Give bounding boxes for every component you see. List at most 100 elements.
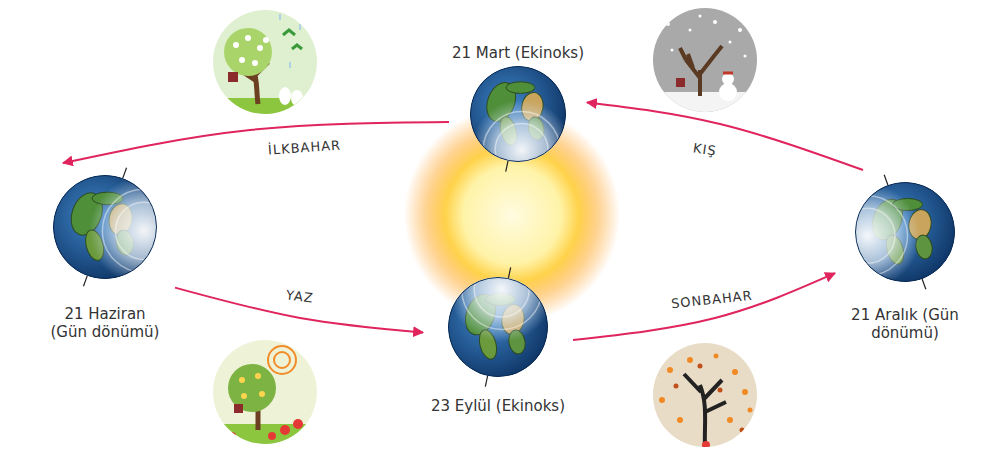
earth-position: 21 Haziran (Gün dönümü)	[35, 163, 175, 341]
spring-picture-part	[224, 28, 272, 76]
autumn-picture-part-part	[666, 434, 671, 439]
earth-surface-part	[483, 112, 560, 174]
spring-picture-part	[245, 35, 251, 41]
earth-surface	[843, 182, 955, 288]
autumn-picture-part-part	[748, 408, 753, 413]
spring-picture-part	[263, 37, 269, 43]
earth-axis-part	[83, 276, 87, 286]
summer-picture-part	[228, 364, 276, 412]
autumn-picture-part-part	[667, 367, 673, 373]
winter-picture-part	[719, 83, 737, 101]
summer-picture-part	[228, 432, 236, 440]
earth-axis-part	[884, 175, 888, 185]
spring-picture-part	[233, 42, 239, 48]
earth-surface	[470, 66, 572, 174]
earth-axis-part	[508, 267, 510, 278]
winter-picture-part-part	[744, 55, 747, 58]
spring-picture-part	[279, 87, 291, 105]
earth-surface-part	[449, 265, 554, 342]
season-name: İLKBAHAR	[268, 137, 342, 158]
spring-picture-part	[291, 90, 303, 106]
autumn-picture-part-part	[732, 369, 738, 375]
spring-picture-part	[283, 30, 302, 49]
autumn-picture-part-part	[740, 428, 745, 433]
summer-picture-part	[268, 346, 296, 374]
date-label: 21 Aralık (Gün dönümü)	[849, 306, 961, 342]
earth-surface	[448, 265, 554, 377]
spring-picture-part	[222, 14, 300, 68]
autumn-picture-part	[702, 441, 710, 449]
autumn-picture-part-part	[659, 397, 665, 403]
summer-picture-part	[293, 419, 303, 429]
earth-position: 21 Mart (Ekinoks)	[449, 44, 587, 174]
earth-position: 21 Aralık (Gün dönümü)	[835, 170, 975, 342]
season-name: KIŞ	[692, 140, 718, 159]
spring-picture-part	[210, 8, 320, 118]
winter-picture-part	[723, 72, 733, 75]
earth-surface-part	[506, 82, 535, 94]
winter-picture-part	[680, 46, 722, 96]
spring-picture-part	[210, 98, 320, 118]
winter-picture-part-part	[713, 20, 717, 24]
earth-surface-part	[843, 208, 895, 263]
season-arrow	[175, 288, 423, 333]
date-label: 23 Eylül (Ekinoks)	[431, 397, 565, 415]
earth-surface-part	[102, 189, 169, 272]
date-label: 21 Mart (Ekinoks)	[452, 44, 584, 62]
earth-position: 23 Eylül (Ekinoks)	[423, 265, 573, 415]
summer-picture-part	[268, 432, 276, 440]
date-label: 21 Haziran (Gün dönümü)	[49, 305, 161, 341]
spring-picture-part	[239, 57, 245, 63]
winter-picture-part-part	[738, 28, 742, 32]
autumn-picture-part-part	[674, 384, 679, 389]
earth-surface-part	[89, 176, 169, 285]
summer-picture-part	[259, 391, 265, 397]
earth-surface-part	[843, 183, 920, 288]
earth-axis-part	[123, 168, 127, 178]
autumn-picture-part	[666, 364, 745, 439]
autumn-picture-part-part	[742, 389, 748, 395]
summer-picture-part	[239, 377, 245, 383]
winter-picture	[650, 6, 760, 116]
winter-picture-part	[676, 78, 685, 87]
earth-globe	[458, 54, 578, 174]
autumn-picture-part-part	[677, 417, 683, 423]
earth-surface-part	[471, 67, 566, 162]
winter-picture-part-part	[729, 41, 732, 44]
earth-surface-part	[843, 196, 908, 276]
summer-picture-part	[255, 373, 261, 379]
spring-picture-part	[252, 60, 258, 66]
earth-axis-part	[922, 279, 926, 289]
earth-globe	[41, 163, 169, 291]
season-arrow	[587, 103, 863, 171]
summer-picture-part	[234, 404, 243, 413]
summer-picture-part	[210, 338, 320, 448]
spring-picture-part	[257, 45, 263, 51]
earth-surface	[53, 175, 169, 286]
summer-picture-part	[241, 393, 247, 399]
winter-picture-part	[722, 73, 734, 85]
earth-axis-part	[485, 376, 487, 387]
autumn-picture-part-part	[698, 364, 703, 369]
winter-picture-part-part	[671, 49, 674, 52]
autumn-picture-part-part	[718, 388, 723, 393]
spring-picture-part	[228, 72, 238, 82]
season-name: YAZ	[285, 287, 314, 306]
autumn-picture	[650, 340, 760, 450]
earth-axis-part	[506, 161, 508, 172]
season-arrow	[63, 122, 449, 163]
winter-picture-part	[650, 6, 760, 116]
earth-surface-part	[449, 278, 548, 377]
winter-picture-part-part	[689, 29, 692, 32]
autumn-picture-part	[659, 354, 753, 424]
earth-surface-part	[495, 124, 548, 174]
winter-picture-part-part	[699, 15, 702, 18]
autumn-picture-part-part	[714, 354, 719, 359]
summer-picture-part	[280, 425, 290, 435]
earth-axis	[506, 161, 508, 172]
earth-surface-part	[856, 183, 955, 282]
season-name: SONBAHAR	[671, 288, 754, 312]
earth-globe	[436, 265, 560, 389]
earth-surface-part	[462, 265, 542, 330]
